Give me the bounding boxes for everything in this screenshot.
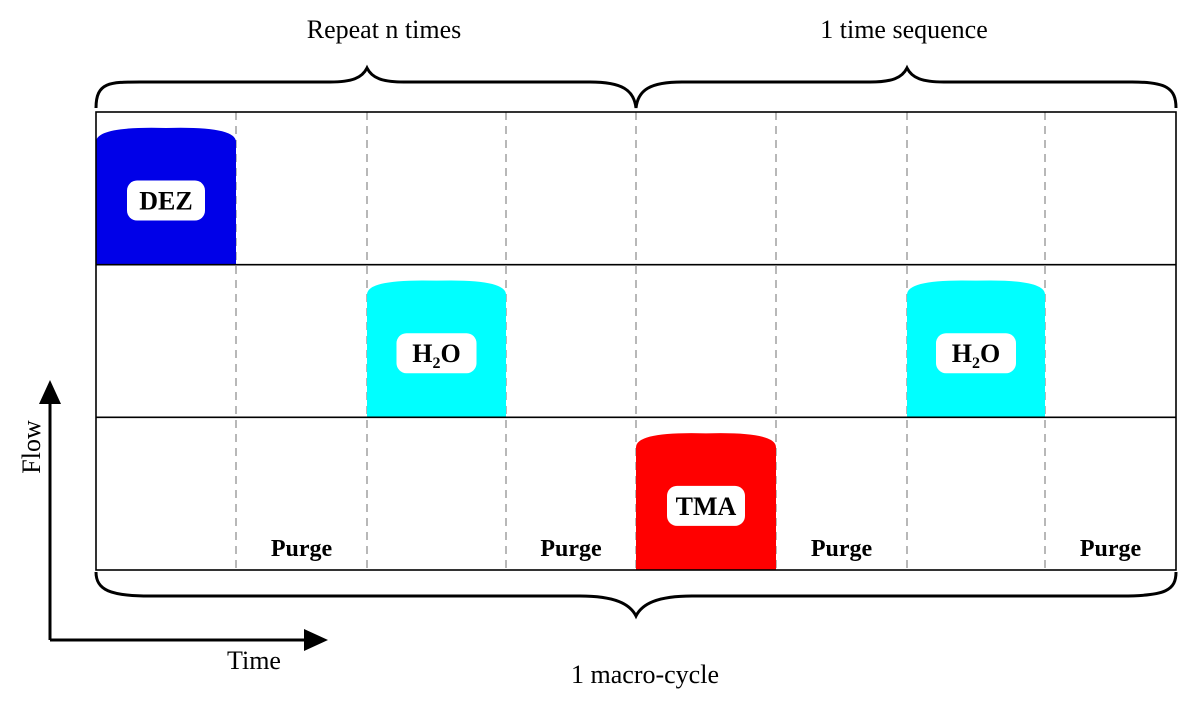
y-axis-label: Flow	[17, 420, 46, 474]
purge-label: Purge	[271, 536, 333, 562]
sequence-label: 1 time sequence	[820, 15, 988, 44]
pulse-label-box	[667, 485, 745, 526]
pulse-label: H2O	[952, 339, 1000, 372]
x-axis-arrow-icon	[304, 629, 328, 651]
pulse-tma: TMA	[636, 433, 776, 570]
bottom-brace	[94, 571, 1178, 620]
pulse-label-box	[936, 333, 1016, 374]
pulse-dez: DEZ	[96, 127, 236, 265]
y-axis-arrow-icon	[39, 380, 61, 404]
grid-frame	[95, 111, 1177, 571]
pulse-label: DEZ	[139, 187, 192, 216]
pulse-label: H2O	[412, 339, 460, 372]
pulse-h2o: H2O	[907, 280, 1045, 418]
top-brace	[94, 64, 1178, 109]
pulse-h2o: H2O	[367, 280, 506, 418]
purge-label: Purge	[1080, 536, 1142, 562]
pulse-layer: DEZ H2O TMA H2O	[95, 111, 1177, 571]
pulse-label-box	[127, 180, 205, 221]
pulse-label-box	[396, 333, 477, 374]
macro-cycle-label: 1 macro-cycle	[571, 660, 719, 689]
pulse-label: TMA	[676, 492, 737, 521]
axes: Flow Time	[17, 380, 328, 675]
purge-label: Purge	[811, 536, 873, 562]
x-axis-label: Time	[227, 646, 281, 675]
purge-label: Purge	[540, 536, 602, 562]
repeat-label: Repeat n times	[307, 15, 462, 44]
purge-layer: Purge Purge Purge Purge	[271, 536, 1142, 562]
